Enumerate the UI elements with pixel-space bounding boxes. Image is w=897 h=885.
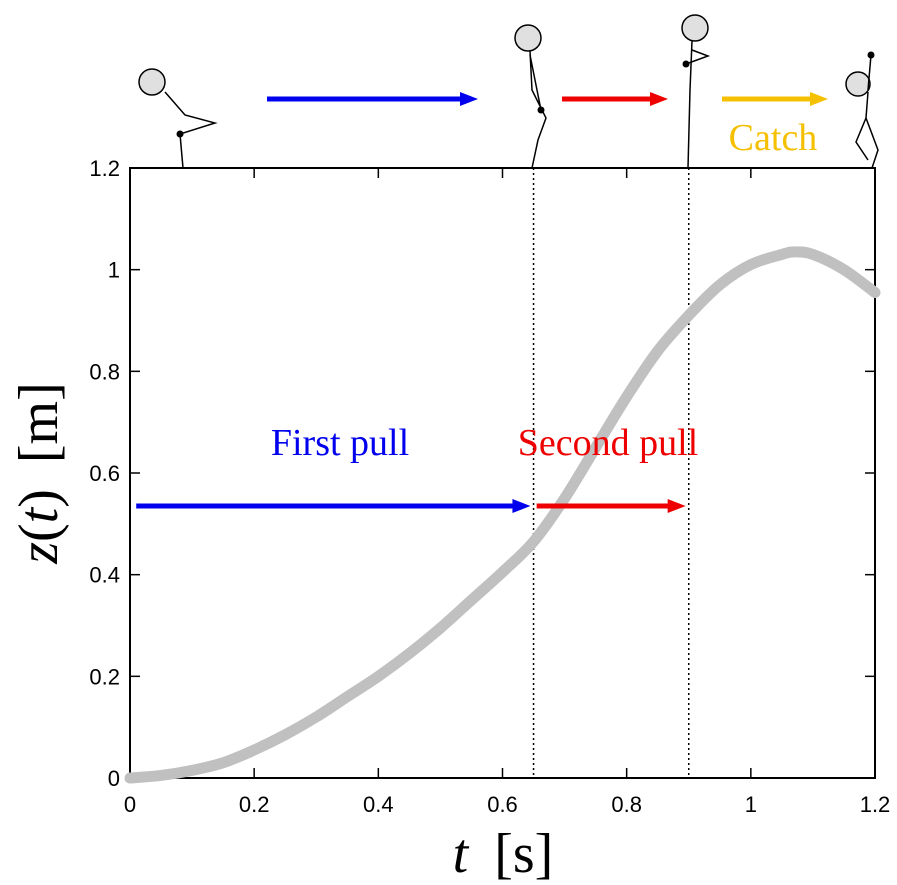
catch-label: Catch (729, 117, 818, 159)
y-axis-arg: t (8, 506, 70, 523)
y-tick-label: 0.2 (89, 664, 120, 689)
x-tick-label: 1 (745, 792, 757, 817)
phase-annotations: First pull Second pull (136, 422, 698, 514)
top-phase-arrow-head (650, 92, 668, 106)
top-phase-arrow-head (460, 92, 478, 106)
tick-labels: 0 0.2 0.4 0.6 0.8 1 1.2 0 0.2 0.4 0.6 0.8 1 1.2 (89, 156, 890, 817)
lifter-figure-start (138, 68, 218, 169)
top-phase-arrows (267, 92, 828, 106)
y-tick-label: 0 (108, 766, 120, 791)
x-axis-unit: [s] (494, 823, 553, 885)
lift-illustration (138, 14, 879, 169)
top-phase-arrow-head (810, 92, 828, 106)
x-tick-label: 1.2 (860, 792, 891, 817)
phase-label: Second pull (518, 422, 698, 464)
y-axis-var: z (8, 542, 70, 565)
phase-label: First pull (271, 422, 409, 464)
y-axis-paren-close: ) (8, 489, 70, 508)
phase-boundaries (532, 168, 690, 778)
lifter-figure-catch (845, 51, 879, 169)
x-tick-label: 0.2 (239, 792, 270, 817)
y-tick-label: 0.6 (89, 461, 120, 486)
y-axis-paren-open: ( (8, 523, 70, 542)
x-tick-label: 0.8 (611, 792, 642, 817)
lifter-figure-second-pull-end (681, 14, 711, 169)
phase-arrow-head (667, 499, 686, 514)
x-tick-label: 0.4 (363, 792, 394, 817)
x-tick-label: 0.6 (487, 792, 518, 817)
y-tick-label: 0.4 (89, 563, 120, 588)
y-axis-title: z(t) [m] (8, 382, 70, 565)
y-axis-unit: [m] (8, 382, 70, 463)
x-tick-label: 0 (124, 792, 136, 817)
z-trajectory-line (124, 246, 881, 784)
axis-ticks (129, 167, 876, 779)
x-axis-var: t (453, 823, 470, 885)
y-tick-label: 1.2 (89, 156, 120, 181)
x-axis-title: t [s] (453, 823, 554, 885)
y-tick-label: 1 (108, 258, 120, 283)
lifter-figure-first-pull-end (514, 24, 547, 169)
series (124, 246, 881, 784)
y-tick-label: 0.8 (89, 359, 120, 384)
phase-arrow-head (512, 499, 531, 514)
